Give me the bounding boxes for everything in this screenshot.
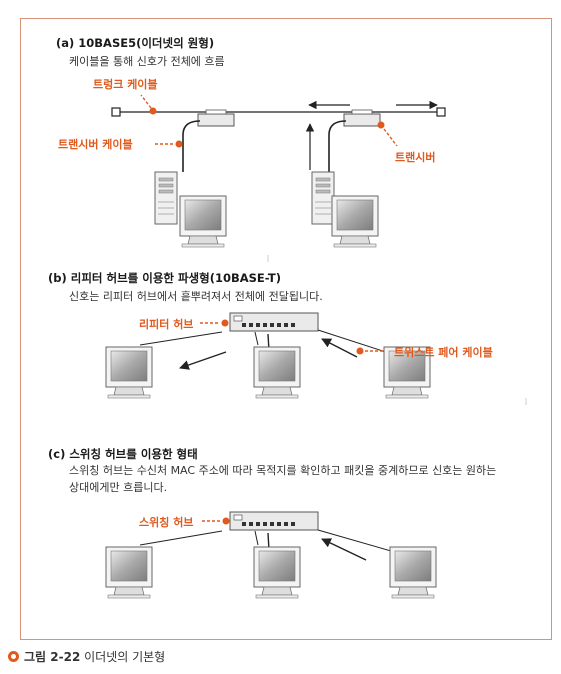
label-repeater-hub: 리피터 허브	[139, 318, 194, 331]
transceiver-cable-right	[328, 120, 347, 172]
terminator-right	[436, 107, 446, 117]
label-twisted-pair-cable: 트위스트 페어 케이블	[394, 346, 493, 359]
pc-monitor-c2	[253, 546, 301, 599]
cable-switch-middle	[254, 530, 259, 546]
hub-marker-dot	[221, 319, 229, 327]
section-c-diagram	[105, 511, 437, 599]
section-a-diagram	[111, 94, 446, 248]
section-c-description: 스위칭 허브는 수신처 MAC 주소에 따라 목적지를 확인하고 패킷을 중계하…	[69, 464, 497, 494]
pc-monitor-c1	[105, 546, 153, 599]
section-b-diagram	[105, 312, 431, 399]
hub-arrow-in	[321, 338, 358, 358]
cable-switch-left	[139, 530, 223, 546]
trunk-marker-dot	[149, 107, 157, 115]
transceiver-marker-dot	[377, 121, 385, 129]
switch-marker-dot	[222, 517, 230, 525]
label-trunk-cable: 트렁크 케이블	[93, 78, 158, 91]
label-transceiver: 트랜시버	[395, 151, 436, 164]
figure-title: 이더넷의 기본형	[84, 650, 166, 664]
switching-hub	[229, 511, 319, 531]
section-b-heading: (b) 리피터 허브를 이용한 파생형(10BASE-T)	[48, 271, 281, 285]
pc-monitor-b1	[105, 346, 153, 399]
cable-hub-middle	[254, 331, 259, 346]
repeater-hub	[229, 312, 319, 332]
pc-monitor-left	[179, 195, 227, 248]
section-c-heading: (c) 스위칭 허브를 이용한 형태	[48, 447, 198, 461]
cable-hub-right	[317, 329, 393, 355]
pc-monitor-b2	[253, 346, 301, 399]
transceiver-cable-left	[182, 120, 201, 172]
label-transceiver-cable: 트랜시버 케이블	[58, 138, 133, 151]
transceiver-cable-marker-dot	[175, 140, 183, 148]
figure-frame	[20, 18, 552, 640]
twisted-pair-marker-dot	[356, 347, 364, 355]
section-a-heading: (a) 10BASE5(이더넷의 원형)	[56, 36, 215, 50]
section-a-description: 케이블을 통해 신호가 전체에 흐름	[69, 55, 225, 68]
pc-tower-right	[311, 171, 335, 225]
section-b-description: 신호는 리피터 허브에서 흩뿌려져서 전체에 전달됩니다.	[69, 290, 323, 303]
pc-tower-left	[154, 171, 178, 225]
pc-monitor-c3	[389, 546, 437, 599]
figure-caption: 그림 2-22 이더넷의 기본형	[8, 648, 165, 665]
cable-hub-left	[139, 331, 223, 346]
terminator-left	[111, 107, 121, 117]
pc-monitor-right	[331, 195, 379, 248]
label-switching-hub: 스위칭 허브	[139, 516, 194, 529]
switch-arrow-in	[321, 538, 367, 561]
figure-number: 그림 2-22	[24, 650, 81, 664]
cable-switch-right	[317, 529, 399, 554]
hub-arrow-left	[179, 351, 227, 370]
circle-bullet-icon	[8, 651, 19, 662]
